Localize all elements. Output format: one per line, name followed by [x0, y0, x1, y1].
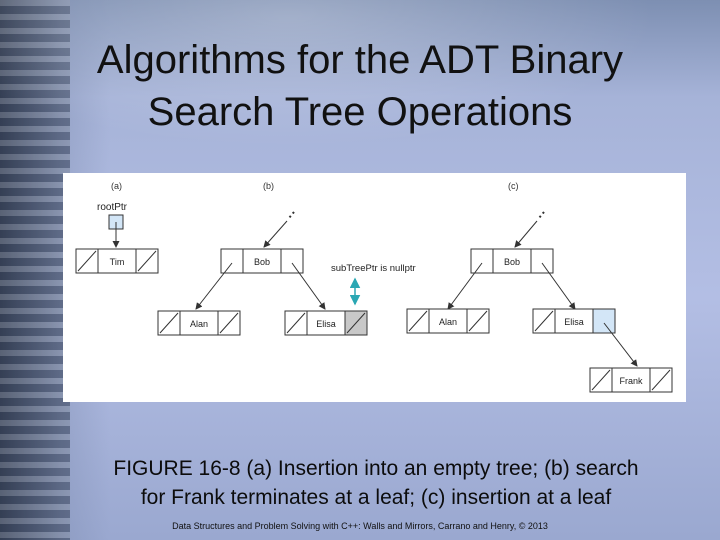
node-elisa-b: Elisa: [284, 310, 368, 336]
node-bob-b: Bob: [220, 248, 304, 274]
c-parent-dots: [538, 211, 545, 219]
panel-a-label: (a): [111, 181, 122, 191]
node-bob-b-label: Bob: [254, 257, 270, 267]
panel-b-label: (b): [263, 181, 274, 191]
node-elisa-c-label: Elisa: [564, 317, 584, 327]
node-frank-c: Frank: [589, 367, 673, 393]
node-elisa-c: Elisa: [532, 308, 616, 334]
b-right-edge: [291, 262, 326, 310]
caption-line-1: FIGURE 16-8 (a) Insertion into an empty …: [113, 457, 639, 480]
slide-title: Algorithms for the ADT Binary Search Tre…: [40, 34, 680, 138]
node-alan-b: Alan: [157, 310, 241, 336]
node-alan-c-label: Alan: [439, 317, 457, 327]
node-alan-c: Alan: [406, 308, 490, 334]
node-bob-c-label: Bob: [504, 257, 520, 267]
bst-diagram: (a) (b) (c) rootPtr Tim Bob: [75, 181, 673, 393]
title-line-2: Search Tree Operations: [147, 90, 573, 134]
c-insert-edge: [603, 322, 638, 367]
node-alan-b-label: Alan: [190, 319, 208, 329]
b-root-arrow: [263, 220, 288, 248]
figure-panel: (a) (b) (c) rootPtr Tim Bob: [63, 173, 686, 402]
caption-line-2: for Frank terminates at a leaf; (c) inse…: [140, 486, 612, 509]
rootptr-label: rootPtr: [97, 202, 128, 213]
c-root-arrow: [514, 220, 538, 248]
slide-footer: Data Structures and Problem Solving with…: [172, 521, 548, 531]
node-frank-c-label: Frank: [619, 376, 643, 386]
title-line-1: Algorithms for the ADT Binary: [96, 38, 624, 82]
node-bob-c: Bob: [470, 248, 554, 274]
b-left-edge: [195, 262, 233, 310]
node-tim: Tim: [75, 248, 159, 274]
figure-caption: FIGURE 16-8 (a) Insertion into an empty …: [70, 454, 682, 512]
c-left-edge: [447, 262, 483, 310]
panel-c-label: (c): [508, 181, 519, 191]
subtreeptr-annotation: subTreePtr is nullptr: [331, 263, 416, 274]
node-tim-label: Tim: [110, 257, 125, 267]
b-parent-dots: [288, 211, 295, 219]
node-elisa-b-label: Elisa: [316, 319, 336, 329]
c-right-edge: [541, 262, 576, 310]
